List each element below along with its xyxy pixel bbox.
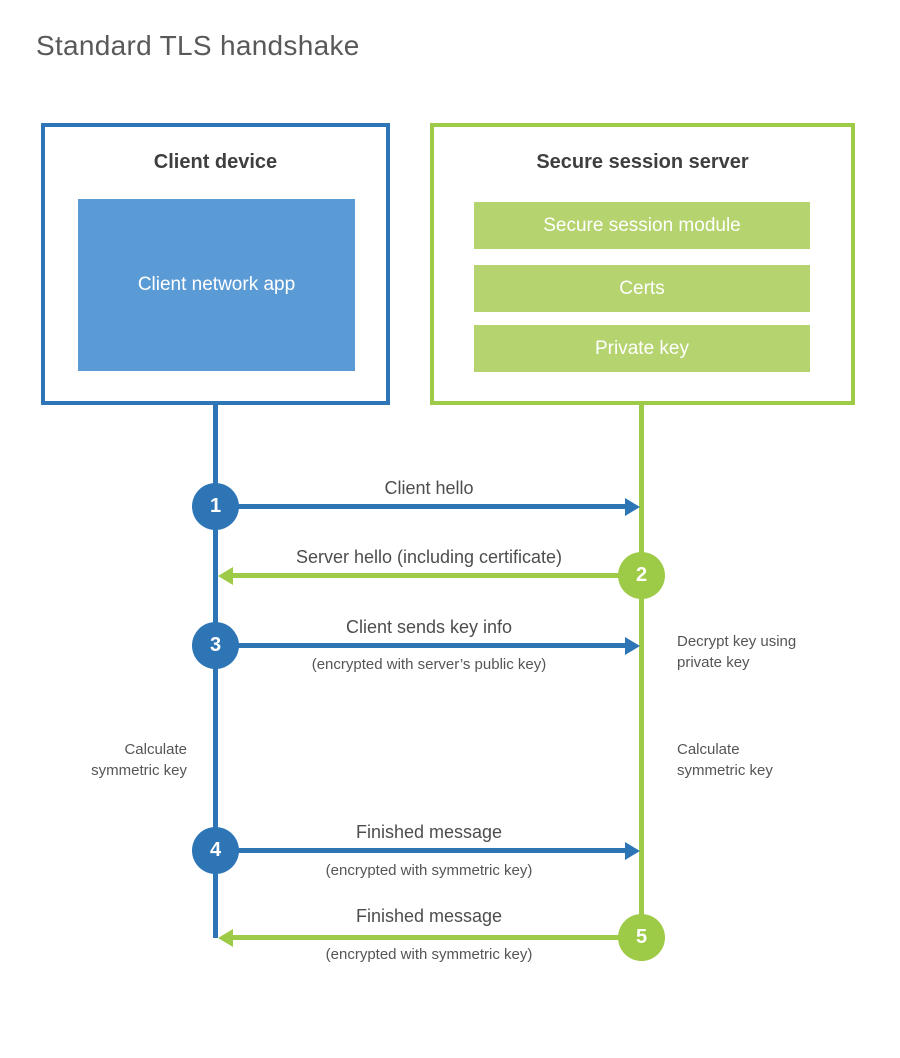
step-3-sublabel: (encrypted with server’s public key) (311, 656, 547, 673)
step-3-arrow-line (216, 643, 625, 648)
step-3-arrowhead-right-icon (625, 637, 640, 655)
client-lifeline (213, 405, 218, 938)
step-1-circle: 1 (192, 483, 239, 530)
server-module-private-key: Private key (474, 325, 810, 372)
step-1-label: Client hello (384, 478, 474, 498)
step-4-sublabel: (encrypted with symmetric key) (325, 862, 533, 879)
client-network-app-box: Client network app (78, 199, 355, 371)
step-4-arrow-line (216, 848, 625, 853)
step-5-arrow-line (233, 935, 642, 940)
step-4-circle: 4 (192, 827, 239, 874)
server-box: Secure session server Secure session mod… (430, 123, 855, 405)
step-3-label: Client sends key info (345, 617, 513, 637)
server-module-secure-session: Secure session module (474, 202, 810, 249)
step-5-sublabel: (encrypted with symmetric key) (325, 946, 533, 963)
step-5-arrowhead-left-icon (218, 929, 233, 947)
step-3-circle: 3 (192, 622, 239, 669)
page-title: Standard TLS handshake (36, 30, 360, 61)
step-2-arrowhead-left-icon (218, 567, 233, 585)
client-network-app-label: Client network app (137, 274, 296, 296)
step-2-circle: 2 (618, 552, 665, 599)
step-4-label: Finished message (355, 822, 503, 842)
server-lifeline (639, 405, 644, 961)
step-1-arrowhead-right-icon (625, 498, 640, 516)
calculate-symmetric-key-note-server: Calculate symmetric key (677, 741, 773, 779)
decrypt-key-note: Decrypt key using private key (677, 633, 797, 671)
calculate-symmetric-key-note-client: Calculate symmetric key (91, 741, 187, 779)
step-2-arrow-line (233, 573, 642, 578)
step-5-circle: 5 (618, 914, 665, 961)
server-module-certs: Certs (474, 265, 810, 312)
step-2-label: Server hello (including certificate) (295, 547, 563, 567)
client-device-title: Client device (153, 151, 278, 173)
server-title: Secure session server (536, 151, 749, 173)
step-5-label: Finished message (355, 906, 503, 926)
step-4-arrowhead-right-icon (625, 842, 640, 860)
step-1-arrow-line (216, 504, 625, 509)
